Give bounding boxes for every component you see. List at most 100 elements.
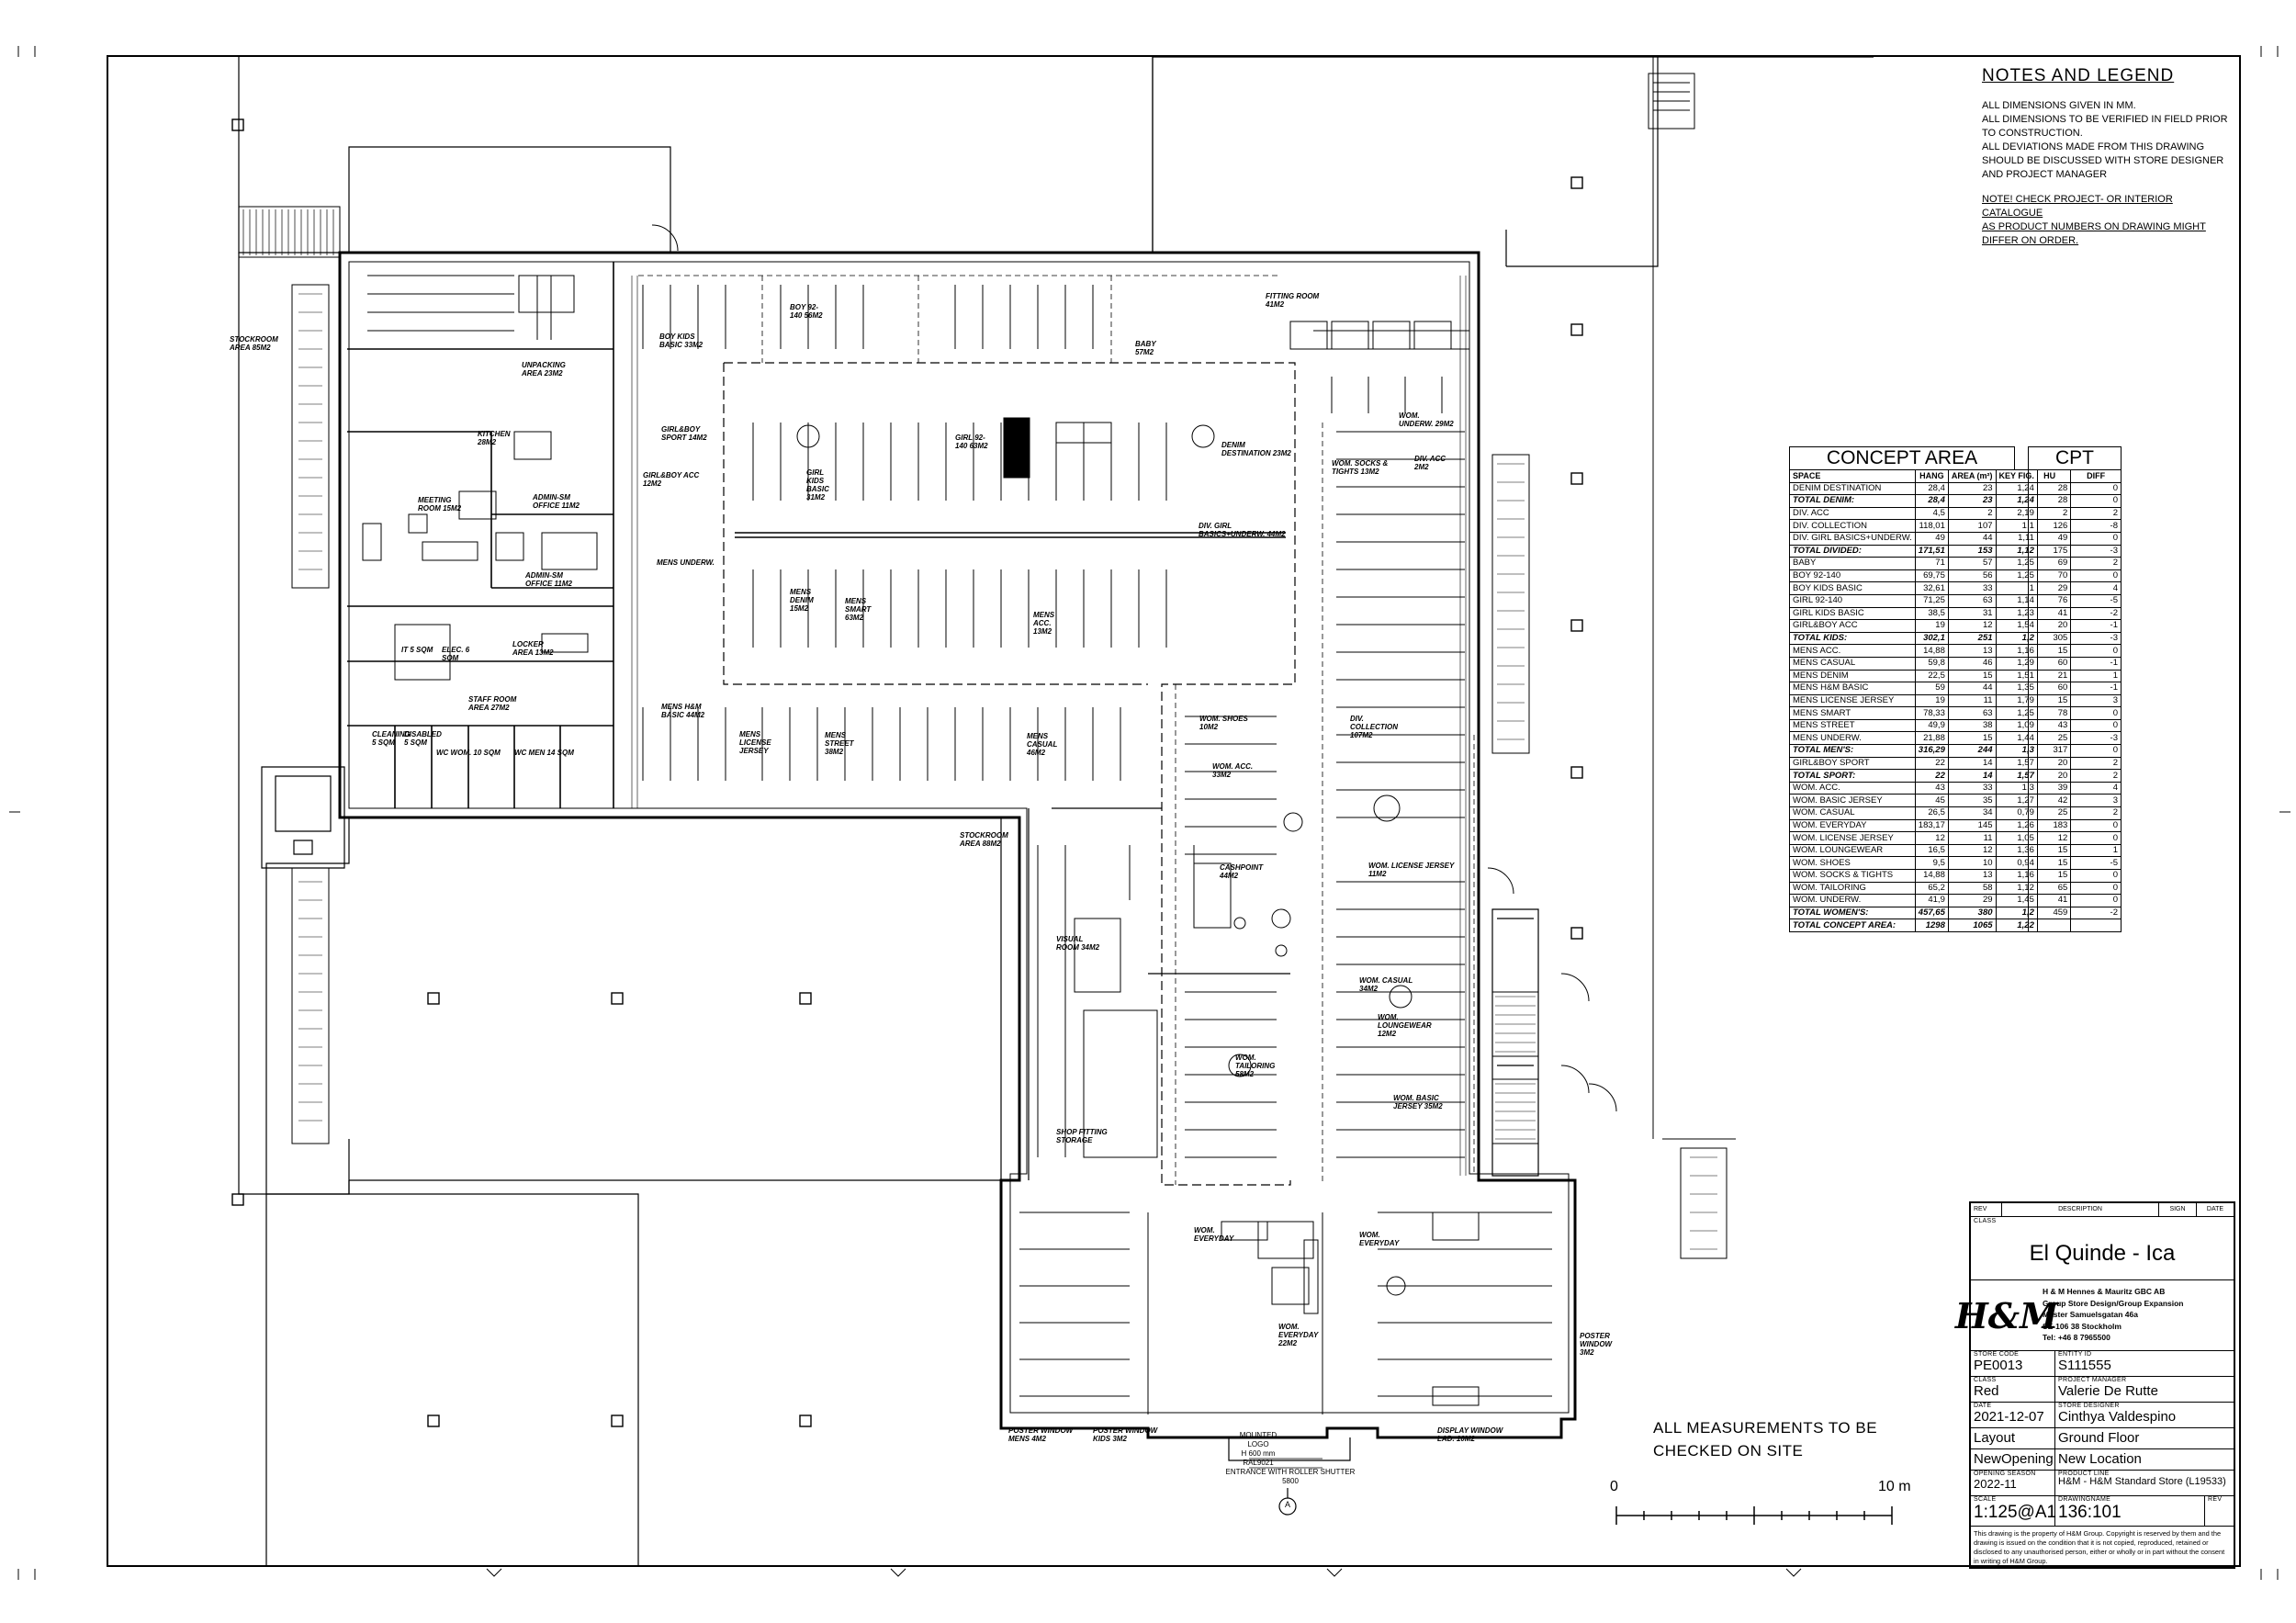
area-cell: 11 <box>1947 831 1997 845</box>
diff-cell: -3 <box>2070 731 2122 746</box>
hang-cell: 14,88 <box>1914 869 1949 883</box>
room-label-boy-kids-basic: BOY KIDS BASIC 33m2 <box>659 332 703 349</box>
hang-cell: 302,1 <box>1914 631 1949 646</box>
room-label-cleaning: CLEANING 5 SQM <box>372 730 411 747</box>
space-cell: WOM. ACC. <box>1789 781 1916 795</box>
diff-cell: 0 <box>2070 481 2122 496</box>
room-label-wom-underw: WOM. UNDERW. 29m2 <box>1399 411 1454 428</box>
space-cell: WOM. LOUNGEWEAR <box>1789 843 1916 858</box>
hu-cell: 70 <box>2027 569 2072 583</box>
area-cell: 14 <box>1947 756 1997 771</box>
rev-label: REV <box>2204 1496 2234 1526</box>
hu-cell: 60 <box>2027 682 2072 695</box>
room-label-div-girl-basics: DIV. GIRL BASICS+UNDERW. 44m2 <box>1199 522 1286 538</box>
store-code-label: STORE CODE <box>1974 1351 2020 1358</box>
hu-cell: 43 <box>2027 718 2072 733</box>
class-value-label: CLASS <box>1974 1377 1997 1383</box>
company-box: H&M H & M Hennes & Mauritz GBC AB Group … <box>1955 1280 2234 1351</box>
cpt-title: CPT <box>2028 446 2122 469</box>
project-name: El Quinde - Ica <box>2029 1241 2176 1266</box>
room-label-baby: BABY 57m2 <box>1135 340 1156 356</box>
area-cell: 31 <box>1947 606 1997 621</box>
drawing-value: 136:101 <box>2058 1503 2122 1522</box>
hang-cell: 16,5 <box>1914 843 1949 858</box>
hang-cell: 43 <box>1914 781 1949 795</box>
hang-cell: 26,5 <box>1914 806 1949 820</box>
notes-warning-line: DIFFER ON ORDER. <box>1982 235 2079 246</box>
location-value: New Location <box>2055 1449 2234 1471</box>
hu-cell: 317 <box>2027 744 2072 758</box>
diff-cell: 1 <box>2070 843 2122 858</box>
pm-value: Valerie De Rutte <box>2058 1383 2158 1399</box>
drawing-label: DRAWINGNAME <box>2058 1496 2111 1503</box>
cpt-row: 60-1 <box>2027 682 2122 695</box>
room-label-display-ladies: DISPLAY WINDOW LAD. 10m2 <box>1437 1426 1503 1443</box>
area-cell: 12 <box>1947 619 1997 633</box>
hang-cell: 1298 <box>1914 919 1949 932</box>
hu-cell: 126 <box>2027 519 2072 533</box>
hang-cell: 45 <box>1914 794 1949 808</box>
room-label-stockroom-1: STOCKROOM AREA 85m2 <box>230 335 278 352</box>
space-cell: DIV. GIRL BASICS+UNDERW. <box>1789 531 1916 546</box>
floor-value: Ground Floor <box>2055 1428 2234 1449</box>
space-cell: MENS SMART <box>1789 706 1916 720</box>
hu-cell: 39 <box>2027 781 2072 795</box>
scale-start-label: 0 <box>1610 1479 1618 1494</box>
date-label: DATE <box>1974 1403 1992 1409</box>
cpt-row: 126-8 <box>2027 519 2122 533</box>
room-label-poster-mens: POSTER WINDOW MENS 4m2 <box>1008 1426 1074 1443</box>
product-label: PRODUCT LINE <box>2058 1471 2110 1477</box>
company-address: H & M Hennes & Mauritz GBC AB Group Stor… <box>2043 1280 2234 1350</box>
diff-cell: -1 <box>2070 682 2122 695</box>
cpt-row: 41-2 <box>2027 606 2122 621</box>
room-label-denim-dest: DENIM DESTINATION 23m2 <box>1221 441 1291 457</box>
entity-value: S111555 <box>2058 1358 2111 1373</box>
room-label-wom-license: WOM. LICENSE JERSEY 11m2 <box>1368 862 1455 878</box>
rev-col: REV <box>1971 1203 2002 1216</box>
space-cell: MENS CASUAL <box>1789 656 1916 671</box>
season-cell: OPENING SEASON 2022-11 <box>1971 1471 2055 1496</box>
hu-cell: 41 <box>2027 894 2072 907</box>
space-cell: WOM. SOCKS & TIGHTS <box>1789 869 1916 883</box>
logo-note-line: RAL9021 <box>1243 1459 1274 1467</box>
space-cell: TOTAL MEN'S: <box>1789 744 1916 758</box>
entity-label: ENTITY ID <box>2058 1351 2092 1358</box>
diff-cell: -5 <box>2070 593 2122 608</box>
diff-cell: 0 <box>2070 818 2122 833</box>
room-label-shop-fitting: SHOP FITTING STORAGE <box>1056 1128 1108 1144</box>
room-label-visual-room: VISUAL ROOM 34m2 <box>1056 935 1100 952</box>
hu-cell: 28 <box>2027 494 2072 508</box>
hu-cell: 69 <box>2027 557 2072 570</box>
left-stair-upper <box>238 206 341 258</box>
hu-cell: 15 <box>2027 869 2072 883</box>
hu-cell: 12 <box>2027 831 2072 845</box>
date-col: DATE <box>2206 1206 2224 1212</box>
notes-title: NOTES AND LEGEND <box>1982 66 2175 85</box>
diff-cell: -8 <box>2070 519 2122 533</box>
concept-area-schedule: CONCEPT AREA SPACE HANG AREA (m²) KEY FI… <box>1789 446 2038 932</box>
diff-cell: 4 <box>2070 581 2122 595</box>
room-label-mens-license: MENS LICENSE JERSEY <box>739 730 771 755</box>
project-name-box: CLASS El Quinde - Ica <box>1971 1217 2234 1280</box>
area-cell: 29 <box>1947 894 1997 907</box>
entrance-marker-label: A <box>1284 1500 1290 1509</box>
drawing-cell: DRAWINGNAME 136:101 REV <box>2055 1496 2234 1527</box>
area-cell: 33 <box>1947 781 1997 795</box>
hu-cell: 41 <box>2027 606 2072 621</box>
